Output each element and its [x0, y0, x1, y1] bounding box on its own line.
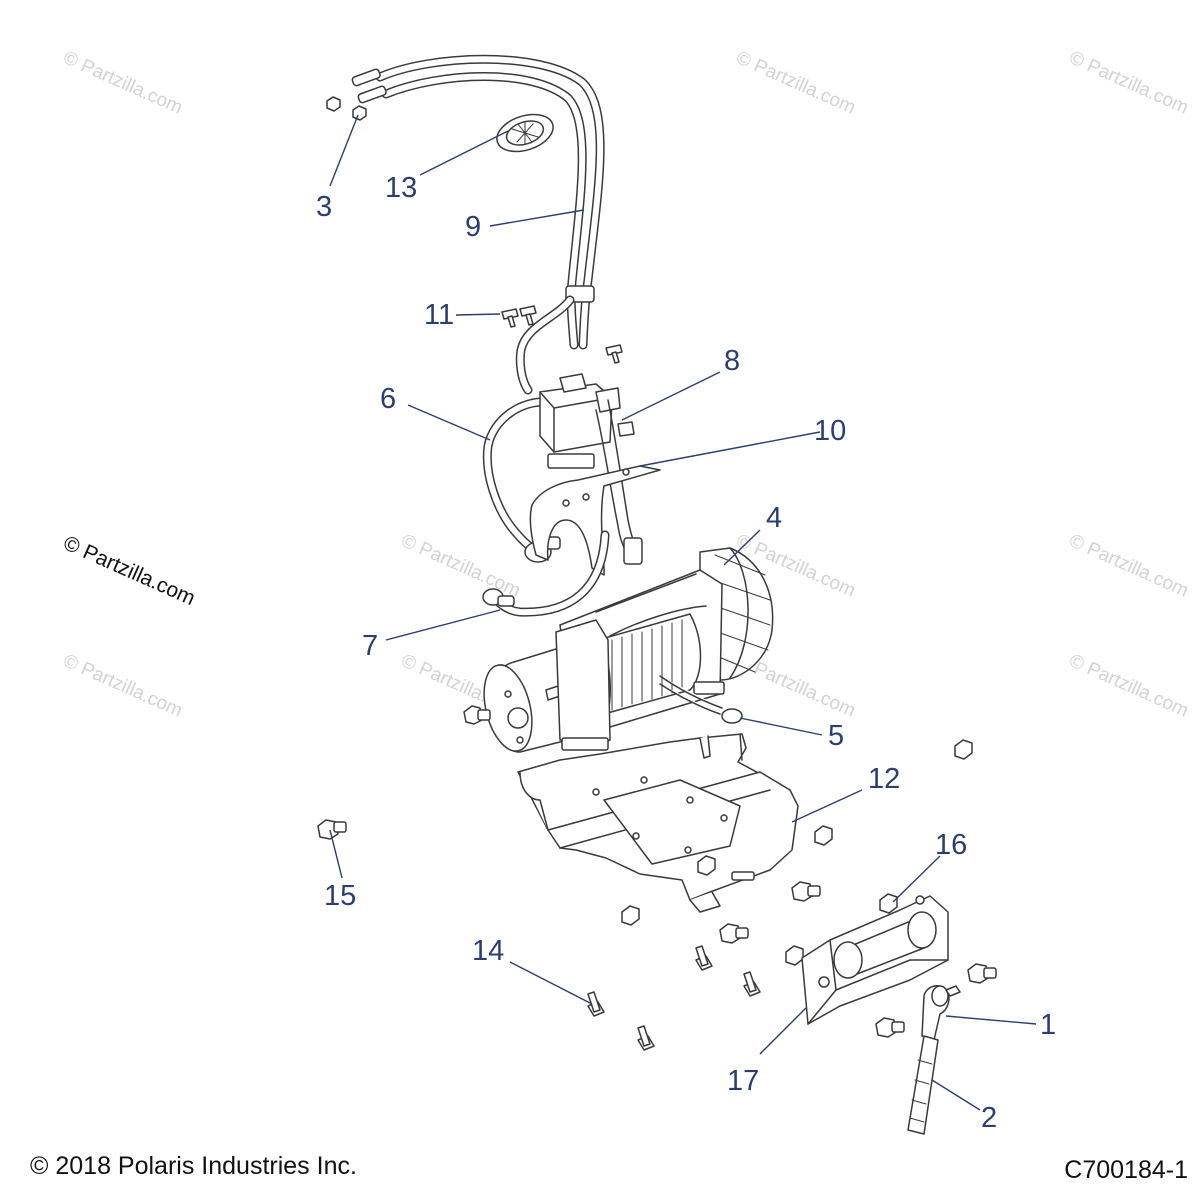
battery-cable-part-9: [351, 54, 605, 395]
watermark: © Partzilla.com: [398, 530, 524, 601]
watermark: © Partzilla.com: [1066, 650, 1192, 721]
rope-part-5: [659, 675, 743, 724]
callout-label: 12: [868, 763, 900, 795]
callout-label: 8: [724, 345, 740, 377]
callout-label: 6: [380, 383, 396, 415]
watermark-dark: © Partzilla.com: [60, 532, 199, 611]
mounting-plate-part-12: [517, 733, 799, 913]
callout-labels: 3 13 9 11 8 6 10 4 7 5 12 16 15 14 1 17 …: [316, 172, 1056, 1134]
strap-part-2: [907, 1035, 939, 1135]
callout-label: 11: [424, 299, 454, 331]
cable-part-7: [482, 530, 610, 617]
cable-part-6: [482, 397, 561, 563]
callout-label: 16: [935, 829, 967, 861]
bolt-winch: [463, 705, 491, 725]
watermark: © Partzilla.com: [60, 47, 186, 118]
bolt-part-15: [317, 819, 347, 840]
bolt-part-14: [587, 881, 997, 1051]
nut-plate: [621, 739, 973, 966]
callout-label: 5: [828, 720, 844, 752]
watermark: © Partzilla.com: [1066, 47, 1192, 118]
grommet-part-13: [496, 113, 554, 153]
winch-part-4: [483, 547, 774, 753]
hook-part-1: [921, 985, 961, 1041]
callout-label: 3: [316, 191, 332, 223]
callout-label: 4: [766, 502, 782, 534]
watermark: © Partzilla.com: [60, 650, 186, 721]
callout-label: 2: [981, 1102, 997, 1134]
callout-label: 10: [814, 415, 846, 447]
diagram-code: C700184-1: [1064, 1156, 1188, 1184]
callout-label: 14: [472, 935, 504, 967]
fairlead-part-17: [801, 895, 949, 1025]
callout-label: 9: [465, 211, 481, 243]
leader-lines: [329, 114, 1037, 1111]
watermark: © Partzilla.com: [733, 47, 859, 118]
callout-label: 17: [727, 1065, 759, 1097]
watermark: © Partzilla.com: [1066, 530, 1192, 601]
nut-part-3: [326, 96, 367, 121]
callout-label: 15: [324, 880, 356, 912]
copyright-notice: © 2018 Polaris Industries Inc.: [30, 1152, 357, 1180]
parts-illustration: [317, 54, 997, 1135]
screw-part-11: [501, 305, 623, 364]
callout-label: 1: [1040, 1009, 1056, 1041]
bracket-part-10: [529, 465, 661, 576]
callout-label: 13: [385, 172, 417, 204]
callout-label: 7: [362, 630, 378, 662]
